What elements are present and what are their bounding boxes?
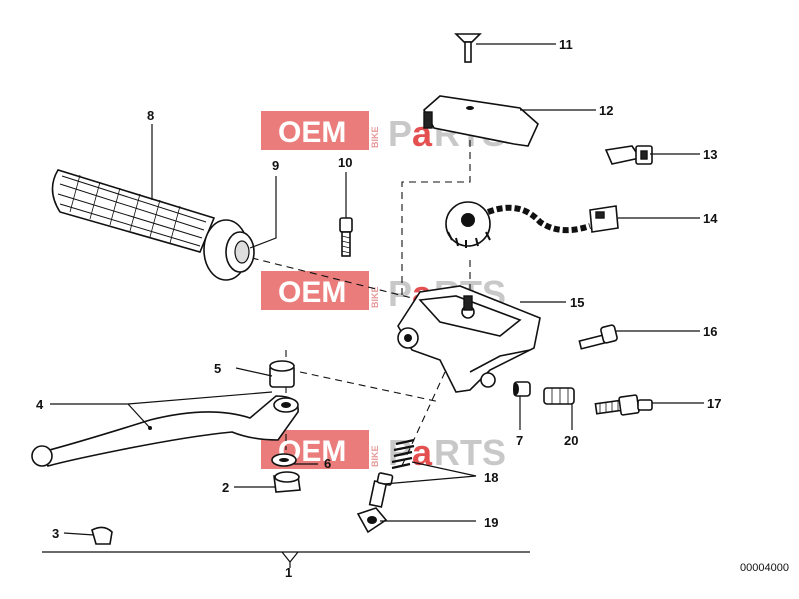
callout-7: 7 [516,433,523,448]
pin-3 [91,526,113,545]
watermark-bottom: OEM BIKE P a RTS [261,430,506,473]
callout-1: 1 [285,565,292,580]
callout-4: 4 [36,397,44,412]
svg-text:BIKE: BIKE [370,445,380,467]
sleeve-7 [513,381,531,397]
callout-14: 14 [703,211,718,226]
nut-2 [273,471,301,493]
adjusting-screw [594,394,653,416]
callout-9: 9 [272,158,279,173]
callout-12: 12 [599,103,613,118]
callout-5: 5 [214,361,221,376]
svg-text:BIKE: BIKE [370,286,380,308]
callout-15: 15 [570,295,584,310]
reference-code: 00004000 [740,562,789,574]
cable-clip [604,145,653,165]
washer-6 [271,453,297,467]
callout-13: 13 [703,147,717,162]
callout-2: 2 [222,480,229,495]
callout-11: 11 [559,37,573,52]
spring-and-screw [368,438,415,508]
clutch-lever [31,395,299,467]
callout-17: 17 [707,396,721,411]
svg-text:OEM: OEM [278,116,346,149]
callout-8: 8 [147,108,154,123]
leader-lines [42,43,704,568]
handlebar-grip [51,169,255,281]
callout-labels: 1 2 3 4 5 6 7 8 9 10 11 12 13 14 15 16 1… [36,37,789,580]
svg-text:RTS: RTS [434,432,506,473]
screw-10 [339,217,353,257]
lever-housing [397,285,541,393]
callout-10: 10 [338,155,352,170]
svg-text:P: P [388,273,412,314]
cover-plate [422,95,539,147]
bushing-5 [269,360,295,388]
svg-text:P: P [388,113,412,154]
callout-6: 6 [324,456,331,471]
chain-assembly [445,201,619,248]
callout-3: 3 [52,526,59,541]
screw-16 [578,324,618,350]
screw-11 [454,33,482,63]
nut-19 [356,507,388,534]
svg-text:OEM: OEM [278,276,346,309]
svg-text:BIKE: BIKE [370,126,380,148]
callout-20: 20 [564,433,578,448]
adjuster-20 [543,387,575,405]
callout-18: 18 [484,470,498,485]
callout-16: 16 [703,324,717,339]
callout-19: 19 [484,515,498,530]
